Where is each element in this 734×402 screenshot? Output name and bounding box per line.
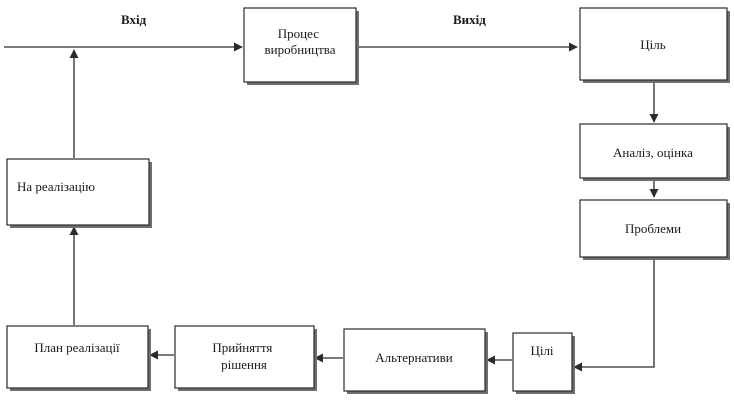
node-decision-line1: Прийняття [212, 340, 272, 355]
node-goal-label: Ціль [640, 37, 665, 52]
node-problems-label: Проблеми [625, 221, 681, 236]
node-implementation: На реалізацію [6, 158, 152, 228]
node-objectives: Цілі [512, 332, 575, 394]
node-alternatives: Альтернативи [343, 328, 488, 394]
output-label: Вихід [453, 12, 486, 27]
node-goal: Ціль [579, 7, 730, 83]
node-decision: Прийняття рішення [174, 325, 317, 391]
node-production: Процес виробництва [243, 7, 359, 85]
problems-to-objectives-arrow [573, 258, 655, 372]
node-decision-line2: рішення [221, 357, 267, 372]
node-analysis-label: Аналіз, оцінка [613, 145, 693, 160]
node-production-line1: Процес [278, 26, 319, 41]
node-alternatives-label: Альтернативи [375, 350, 452, 365]
node-plan: План реалізації [6, 325, 151, 391]
node-plan-label: План реалізації [34, 340, 120, 355]
node-objectives-label: Цілі [530, 343, 553, 358]
node-problems: Проблеми [579, 199, 730, 260]
input-label: Вхід [121, 12, 147, 27]
node-implementation-label: На реалізацію [17, 179, 95, 194]
node-production-line2: виробництва [265, 42, 336, 57]
node-analysis: Аналіз, оцінка [579, 123, 730, 181]
svg-text:Процес виробництва: Процес виробництва [265, 26, 336, 57]
svg-text:Прийняття рішення: Прийняття рішення [212, 340, 275, 372]
